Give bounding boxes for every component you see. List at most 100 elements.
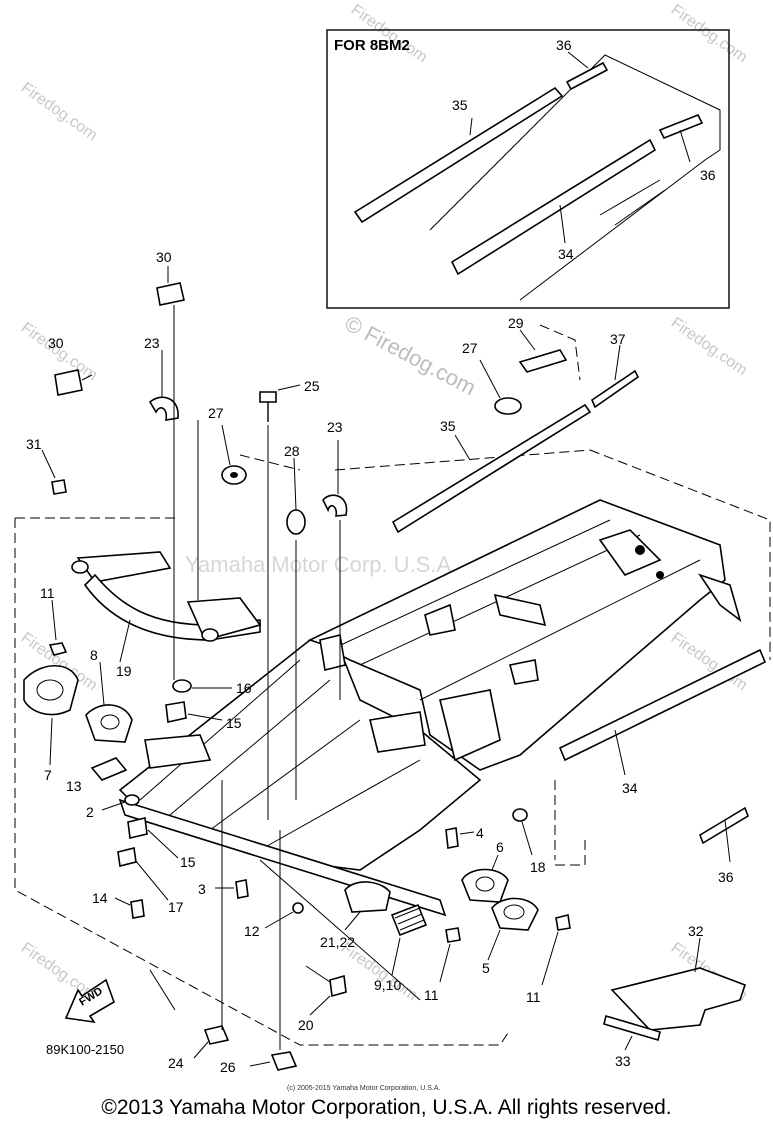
inset-patch-36 [565, 61, 609, 91]
assembly-outline [14, 324, 771, 1046]
gasket-7 [23, 665, 79, 716]
watermark-firedog: Firedog.com [668, 1, 751, 66]
clip-23 [322, 494, 348, 517]
forward-arrow: FWD [64, 978, 115, 1024]
strip-35 [391, 403, 592, 534]
callout-13: 13 [66, 778, 82, 794]
callout-15: 15 [180, 854, 196, 870]
bolt-3 [235, 879, 249, 899]
callout-27: 27 [208, 405, 224, 421]
clamp-26 [270, 1051, 298, 1071]
callout-30: 30 [156, 249, 172, 265]
callout-31: 31 [26, 436, 42, 452]
watermark-firedog-large: © Firedog.com [341, 310, 480, 400]
inset-strip-34 [450, 138, 657, 276]
callout-15: 15 [226, 715, 242, 731]
plate-8 [85, 704, 133, 743]
callout-2: 2 [86, 804, 94, 820]
callout-30: 30 [48, 335, 64, 351]
fastener-11 [48, 642, 68, 656]
bushing-15 [165, 701, 187, 723]
strip-37 [591, 369, 640, 409]
clip-23 [148, 396, 179, 421]
callout-4: 4 [476, 825, 484, 841]
watermark-firedog: Firedog.com [18, 79, 101, 144]
bolt-20 [329, 974, 347, 998]
small-copyright: (c) 2005-2015 Yamaha Motor Corporation, … [287, 1085, 440, 1092]
fastener-11 [445, 927, 461, 943]
bolt-25 [259, 391, 277, 403]
inset-seat-detail [599, 179, 666, 226]
inset-title: FOR 8BM2 [334, 37, 410, 54]
callout-12: 12 [244, 923, 260, 939]
callout-32: 32 [688, 923, 704, 939]
callout-36: 36 [556, 37, 572, 53]
grommet-27 [494, 397, 522, 415]
callout-26: 26 [220, 1059, 236, 1075]
callout-29: 29 [508, 315, 524, 331]
bolt-4 [445, 827, 459, 849]
callout-17: 17 [168, 899, 184, 915]
plate-13 [90, 757, 128, 781]
callout-36: 36 [718, 869, 734, 885]
washer-16 [172, 679, 192, 693]
callout-35: 35 [440, 418, 456, 434]
callout-24: 24 [168, 1055, 184, 1071]
callout-6: 6 [496, 839, 504, 855]
watermark-firedog: Firedog.com [668, 314, 751, 379]
gasket-21-22 [344, 881, 391, 913]
callout-36: 36 [700, 167, 716, 183]
plate-32 [610, 967, 747, 1031]
side-strip-34 [558, 648, 767, 762]
watermark-yamaha: Yamaha Motor Corp. U.S.A. [185, 552, 457, 577]
callout-3: 3 [198, 881, 206, 897]
bracket-29 [518, 349, 568, 373]
callout-labels: 30 30 23 25 27 29 27 37 35 31 28 23 11 8… [26, 249, 734, 1075]
callout-34: 34 [558, 246, 574, 262]
side-patch-36 [699, 806, 749, 845]
fastener-11 [555, 914, 571, 931]
callout-20: 20 [298, 1017, 314, 1033]
watermark-firedog: Firedog.com [348, 1, 431, 66]
callout-25: 25 [304, 378, 320, 394]
plate-6 [461, 868, 509, 903]
callout-11: 11 [40, 585, 55, 601]
frame-bracket [493, 593, 547, 627]
washer-17 [117, 847, 137, 867]
callout-7: 7 [44, 767, 52, 783]
footer-copyright: ©2013 Yamaha Motor Corporation, U.S.A. A… [101, 1096, 672, 1119]
diagram-number: 89K100-2150 [46, 1042, 124, 1057]
callout-19: 19 [116, 663, 132, 679]
callout-34: 34 [622, 780, 638, 796]
inset-panel: FOR 8BM2 36 35 36 34 [326, 29, 730, 309]
callout-11: 11 [526, 989, 541, 1005]
callout-37: 37 [610, 331, 626, 347]
callout-27: 27 [462, 340, 478, 356]
pad-30 [156, 282, 185, 306]
callout-11: 11 [424, 987, 439, 1003]
frame-rear-bracket [698, 573, 742, 623]
pin-2 [124, 794, 140, 806]
pad-28 [286, 509, 306, 535]
cap-31 [51, 479, 67, 495]
callout-5: 5 [482, 960, 490, 976]
frame-block [439, 689, 501, 762]
pad-30 [54, 369, 83, 396]
front-bumper [71, 551, 262, 663]
callout-23: 23 [327, 419, 343, 435]
bushing-15 [127, 817, 148, 839]
clamp-24 [203, 1025, 230, 1045]
callout-35: 35 [452, 97, 468, 113]
callout-8: 8 [90, 647, 98, 663]
callout-14: 14 [92, 890, 108, 906]
callout-18: 18 [530, 859, 546, 875]
plug-18 [512, 808, 528, 822]
callout-21-22: 21,22 [320, 934, 355, 950]
inset-patch-36 [658, 113, 704, 140]
actuator-9-10 [390, 903, 428, 937]
callout-23: 23 [144, 335, 160, 351]
callout-28: 28 [284, 443, 300, 459]
callout-9-10: 9,10 [374, 977, 401, 993]
inset-strip-35 [353, 86, 564, 224]
